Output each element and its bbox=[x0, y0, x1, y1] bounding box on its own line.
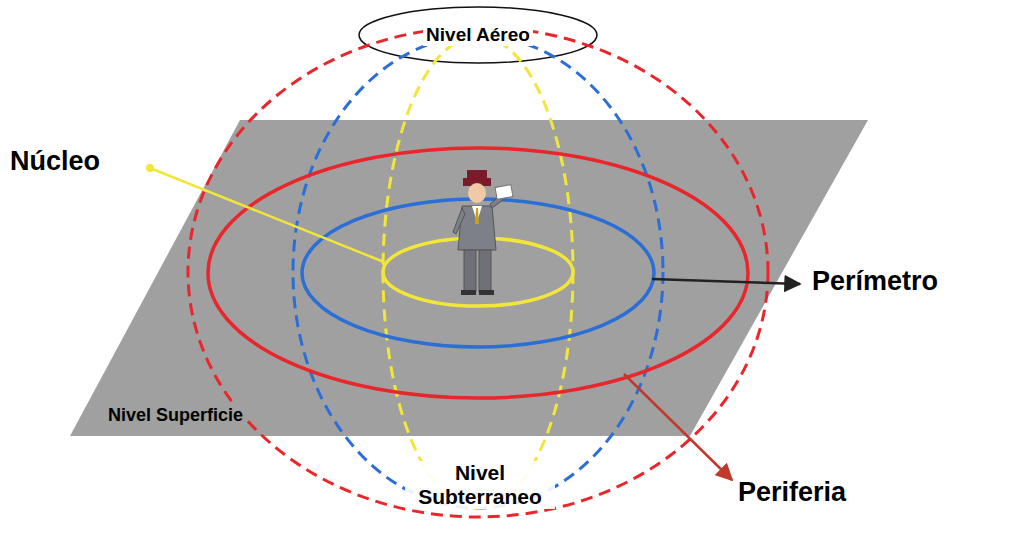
perimeter-label: Perímetro bbox=[812, 266, 938, 297]
perimeter-leader bbox=[652, 279, 800, 284]
underground-level-label: Nivel Subterraneo bbox=[405, 461, 555, 509]
leader-dot bbox=[146, 164, 154, 172]
outer-dashed-ring bbox=[188, 27, 768, 517]
middle-dashed-ring bbox=[293, 36, 663, 508]
nucleus-leader bbox=[150, 168, 384, 262]
person-figure bbox=[453, 170, 513, 295]
perimeter-ring bbox=[302, 199, 654, 347]
level-label: Nivel Superficie bbox=[105, 405, 246, 426]
nucleus-label: Núcleo bbox=[10, 146, 100, 177]
level-label: Nivel Aéreo bbox=[423, 24, 533, 46]
periphery-leader bbox=[624, 374, 732, 480]
periphery-ring bbox=[208, 148, 748, 398]
inner-dashed-ring bbox=[383, 36, 573, 508]
aerial-level-ellipse: Nivel Aéreo bbox=[358, 6, 598, 64]
periphery-label: Periferia bbox=[738, 477, 846, 508]
